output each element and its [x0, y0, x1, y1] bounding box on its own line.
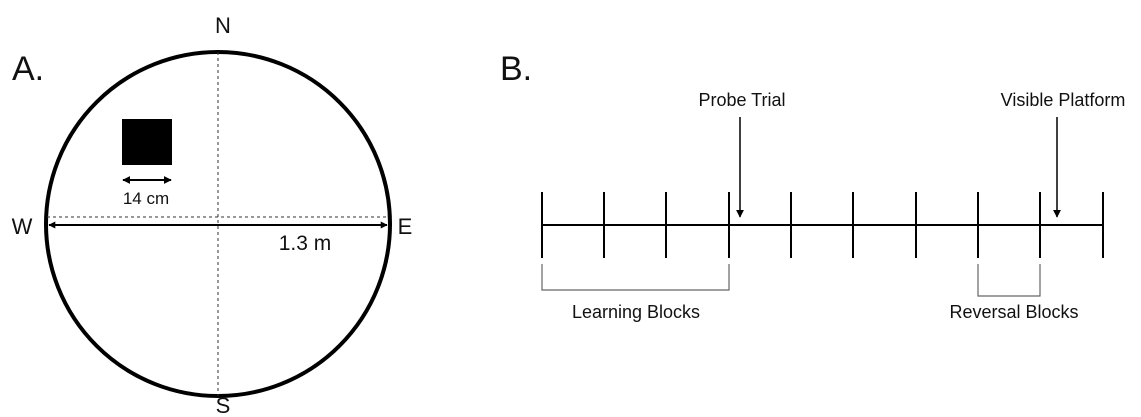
- platform-square: [122, 119, 172, 165]
- compass-east-label: E: [398, 214, 413, 239]
- reversal-blocks-bracket: [977, 264, 1041, 297]
- platform-size-label: 14 cm: [123, 189, 169, 208]
- compass-south-label: S: [216, 393, 231, 417]
- panel-b: B. Probe Trial Visible Platform Learning…: [500, 50, 1125, 322]
- visible-platform-label: Visible Platform: [1001, 90, 1126, 110]
- probe-trial-label: Probe Trial: [698, 90, 785, 110]
- panel-a-label: A.: [12, 50, 44, 88]
- timeline-ticks: [541, 192, 1104, 258]
- compass-north-label: N: [215, 13, 231, 38]
- learning-blocks-bracket: [541, 264, 730, 291]
- panel-a: A. 14 cm 1.3 m N S W E: [12, 13, 413, 417]
- diameter-label: 1.3 m: [279, 232, 332, 255]
- panel-b-label: B.: [500, 50, 532, 88]
- compass-west-label: W: [12, 214, 33, 239]
- reversal-blocks-label: Reversal Blocks: [949, 302, 1078, 322]
- learning-blocks-label: Learning Blocks: [572, 302, 700, 322]
